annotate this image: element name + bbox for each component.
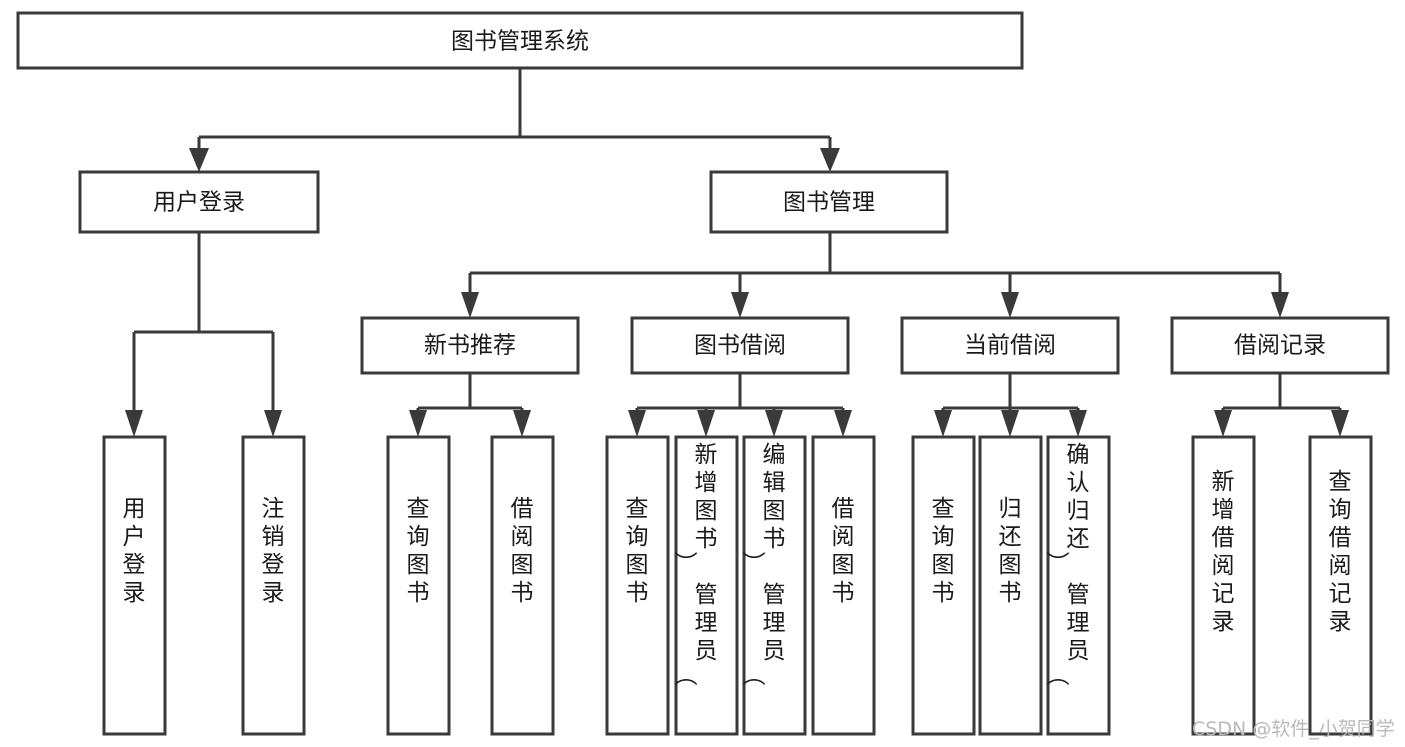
- arrow-head-leaf-query-record: [1331, 410, 1349, 437]
- node-leaf-edit-book[interactable]: 编辑图书（管理员）: [742, 435, 807, 736]
- new-book-rec-box[interactable]: [360, 316, 580, 375]
- node-root[interactable]: 图书管理系统: [16, 11, 1024, 70]
- leaf-query-book-3-box[interactable]: [911, 435, 976, 736]
- node-book-manage[interactable]: 图书管理: [709, 170, 949, 234]
- leaf-confirm-return-label: 确认归还（管理员）: [1047, 442, 1090, 686]
- node-leaf-borrow-book-1[interactable]: 借阅图书: [490, 435, 555, 736]
- arrow-head-current-borrow: [1001, 292, 1019, 318]
- arrow-head-book-manage: [820, 148, 840, 172]
- node-user-login[interactable]: 用户登录: [78, 170, 320, 234]
- book-manage-box[interactable]: [709, 170, 949, 234]
- leaf-query-book-1-label: 查询图书: [407, 496, 430, 606]
- leaf-edit-book-box[interactable]: [742, 435, 807, 736]
- book-borrow-label: 图书借阅: [694, 333, 786, 359]
- leaf-add-book-label: 新增图书（管理员）: [675, 442, 718, 686]
- leaf-user-login-label: 用户登录: [123, 496, 146, 606]
- arrow-head-leaf-borrow-book-1: [513, 410, 531, 437]
- root-box[interactable]: [16, 11, 1024, 70]
- leaf-borrow-book-2-label: 借阅图书: [832, 496, 855, 606]
- node-book-borrow[interactable]: 图书借阅: [630, 316, 850, 375]
- leaf-add-record-label: 新增借阅记录: [1212, 469, 1235, 635]
- arrow-head-user-login: [189, 148, 209, 172]
- leaf-return-book-box[interactable]: [978, 435, 1043, 736]
- node-leaf-query-record[interactable]: 查询借阅记录: [1308, 435, 1373, 736]
- arrow-head-leaf-borrow-book-2: [834, 410, 852, 437]
- leaf-add-record-box[interactable]: [1191, 435, 1256, 736]
- node-leaf-query-book-2[interactable]: 查询图书: [605, 435, 670, 736]
- arrow-head-leaf-query-book-2: [628, 410, 646, 437]
- edges-layer: [125, 68, 1349, 437]
- leaf-query-record-box[interactable]: [1308, 435, 1373, 736]
- arrow-head-leaf-query-book-1: [409, 410, 427, 437]
- borrow-record-box[interactable]: [1170, 316, 1390, 375]
- leaf-edit-book-label: 编辑图书（管理员）: [743, 442, 786, 686]
- leaf-query-record-label: 查询借阅记录: [1329, 469, 1352, 635]
- node-leaf-user-login[interactable]: 用户登录: [102, 435, 167, 736]
- current-borrow-label: 当前借阅: [964, 333, 1056, 359]
- current-borrow-box[interactable]: [900, 316, 1120, 375]
- leaf-query-book-1-box[interactable]: [386, 435, 451, 736]
- leaf-borrow-book-1-box[interactable]: [490, 435, 555, 736]
- arrow-head-new-book-rec: [461, 292, 479, 318]
- user-login-box[interactable]: [78, 170, 320, 234]
- node-current-borrow[interactable]: 当前借阅: [900, 316, 1120, 375]
- arrow-head-leaf-logout: [264, 410, 282, 437]
- leaf-logout-box[interactable]: [241, 435, 306, 736]
- csdn-watermark: CSDN @软件_小贺同学: [1192, 718, 1395, 740]
- arrow-head-leaf-edit-book: [765, 410, 783, 437]
- book-borrow-box[interactable]: [630, 316, 850, 375]
- leaf-borrow-book-1-label: 借阅图书: [511, 496, 534, 606]
- arrow-head-leaf-add-record: [1214, 410, 1232, 437]
- node-leaf-confirm-return[interactable]: 确认归还（管理员）: [1046, 435, 1111, 736]
- root-label: 图书管理系统: [451, 29, 589, 55]
- arrow-head-leaf-confirm-return: [1069, 410, 1087, 437]
- new-book-rec-label: 新书推荐: [424, 333, 516, 359]
- leaf-confirm-return-box[interactable]: [1046, 435, 1111, 736]
- leaf-query-book-2-label: 查询图书: [626, 496, 649, 606]
- leaf-query-book-3-label: 查询图书: [932, 496, 955, 606]
- arrow-head-leaf-user-login: [125, 410, 143, 437]
- node-leaf-borrow-book-2[interactable]: 借阅图书: [811, 435, 876, 736]
- arrow-head-leaf-return-book: [1001, 410, 1019, 437]
- node-borrow-record[interactable]: 借阅记录: [1170, 316, 1390, 375]
- arrow-head-leaf-add-book: [697, 410, 715, 437]
- leaf-query-book-2-box[interactable]: [605, 435, 670, 736]
- borrow-record-label: 借阅记录: [1234, 333, 1326, 359]
- node-leaf-query-book-1[interactable]: 查询图书: [386, 435, 451, 736]
- node-leaf-add-record[interactable]: 新增借阅记录: [1191, 435, 1256, 736]
- leaf-borrow-book-2-box[interactable]: [811, 435, 876, 736]
- user-login-label: 用户登录: [153, 190, 245, 216]
- arrow-head-book-borrow: [731, 292, 749, 318]
- leaf-add-book-box[interactable]: [674, 435, 739, 736]
- arrow-head-leaf-query-book-3: [934, 410, 952, 437]
- node-new-book-rec[interactable]: 新书推荐: [360, 316, 580, 375]
- leaf-return-book-label: 归还图书: [999, 496, 1022, 606]
- leaf-user-login-box[interactable]: [102, 435, 167, 736]
- arrow-head-borrow-record: [1271, 292, 1289, 318]
- leaf-logout-label: 注销登录: [262, 496, 285, 606]
- book-manage-label: 图书管理: [783, 190, 875, 216]
- node-leaf-logout[interactable]: 注销登录: [241, 435, 306, 736]
- node-leaf-add-book[interactable]: 新增图书（管理员）: [674, 435, 739, 736]
- node-leaf-return-book[interactable]: 归还图书: [978, 435, 1043, 736]
- node-leaf-query-book-3[interactable]: 查询图书: [911, 435, 976, 736]
